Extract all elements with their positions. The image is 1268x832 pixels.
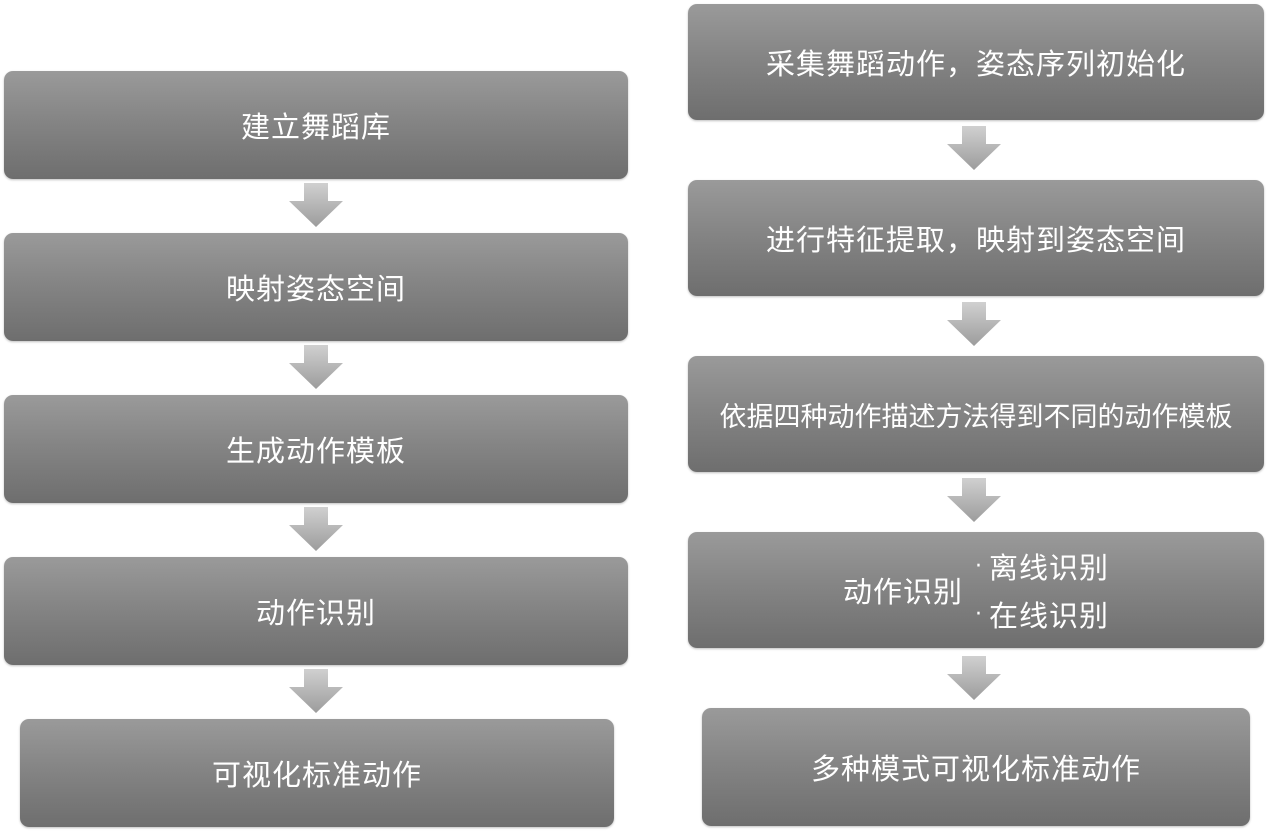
recognition-label: 动作识别 — [842, 575, 963, 609]
down-arrow-icon — [289, 669, 343, 713]
left-step-1-label: 建立舞蹈库 — [240, 110, 391, 144]
recognition-option-offline-label: 离线识别 — [989, 551, 1110, 585]
left-step-3-label: 生成动作模板 — [225, 434, 406, 468]
right-step-2: 进行特征提取，映射到姿态空间 — [688, 180, 1264, 296]
down-arrow-icon — [289, 345, 343, 389]
right-step-4: 动作识别 · 离线识别 · 在线识别 — [688, 532, 1264, 648]
recognition-option-offline: · 离线识别 — [975, 545, 1109, 587]
recognition-option-online-label: 在线识别 — [989, 599, 1110, 633]
left-step-3: 生成动作模板 — [4, 395, 628, 503]
left-step-5-label: 可视化标准动作 — [211, 758, 422, 792]
bullet: · — [975, 601, 983, 627]
left-step-5: 可视化标准动作 — [20, 719, 614, 827]
down-arrow-icon — [947, 302, 1001, 346]
right-step-5-label: 多种模式可视化标准动作 — [810, 752, 1141, 786]
bullet: · — [975, 553, 983, 579]
down-arrow-icon — [947, 656, 1001, 700]
left-step-4: 动作识别 — [4, 557, 628, 665]
recognition-options: · 离线识别 · 在线识别 — [975, 545, 1109, 635]
down-arrow-icon — [289, 507, 343, 551]
left-step-2: 映射姿态空间 — [4, 233, 628, 341]
right-step-2-label: 进行特征提取，映射到姿态空间 — [765, 223, 1186, 257]
right-step-1-label: 采集舞蹈动作，姿态序列初始化 — [765, 47, 1186, 81]
right-step-5: 多种模式可视化标准动作 — [702, 708, 1250, 826]
left-step-1: 建立舞蹈库 — [4, 71, 628, 179]
down-arrow-icon — [947, 126, 1001, 170]
right-step-3-label: 依据四种动作描述方法得到不同的动作模板 — [719, 401, 1233, 433]
recognition-option-online: · 在线识别 — [975, 593, 1109, 635]
down-arrow-icon — [289, 183, 343, 227]
recognition-group: 动作识别 · 离线识别 · 在线识别 — [843, 545, 1109, 635]
left-step-2-label: 映射姿态空间 — [225, 272, 406, 306]
right-step-1: 采集舞蹈动作，姿态序列初始化 — [688, 4, 1264, 120]
down-arrow-icon — [947, 478, 1001, 522]
right-step-3: 依据四种动作描述方法得到不同的动作模板 — [688, 356, 1264, 472]
left-step-4-label: 动作识别 — [255, 596, 376, 630]
